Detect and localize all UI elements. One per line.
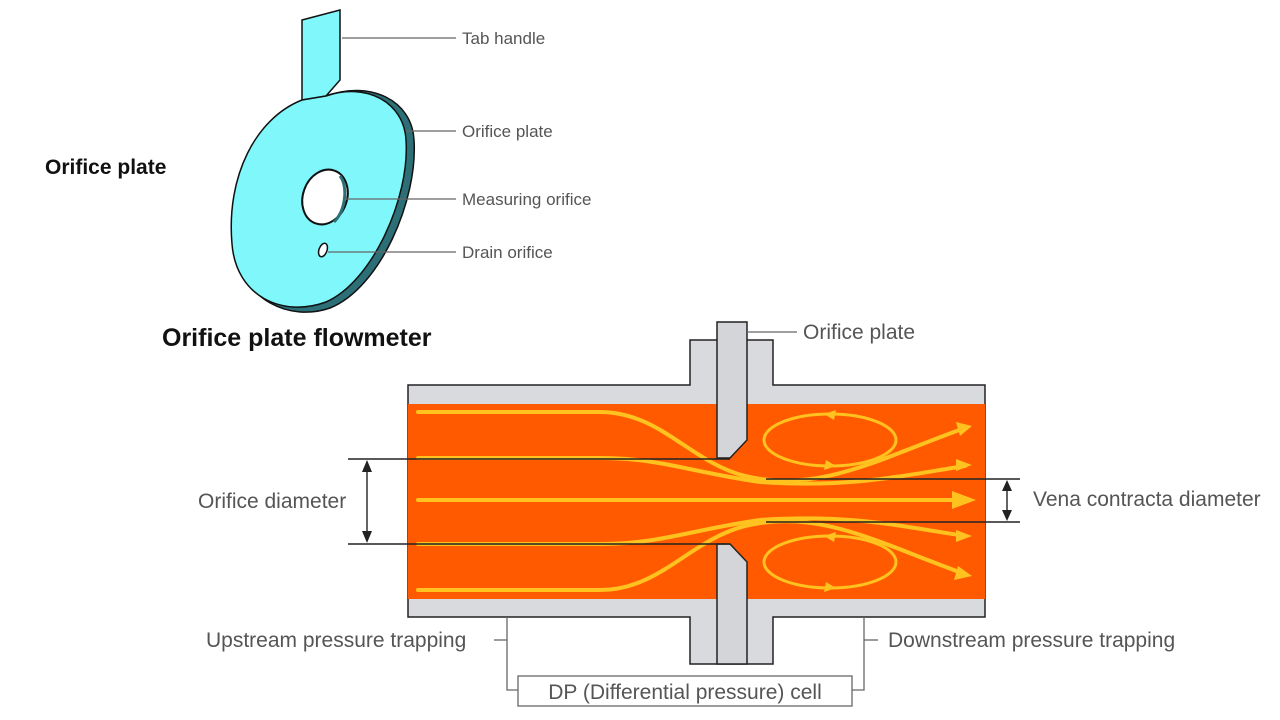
measuring-orifice-label: Measuring orifice	[462, 190, 591, 209]
orifice-plate-upper	[716, 321, 748, 459]
flowmeter-title: Orifice plate flowmeter	[162, 324, 432, 352]
upstream-tapping-line	[506, 617, 518, 691]
dp-cell-label: DP (Differential pressure) cell	[548, 681, 822, 704]
orifice-plate-title: Orifice plate	[45, 156, 166, 179]
drain-orifice-label: Drain orifice	[462, 243, 553, 262]
measuring-orifice-hole	[301, 168, 349, 226]
tab-handle-label: Tab handle	[462, 29, 545, 48]
vena-contracta-diameter-label: Vena contracta diameter	[1033, 488, 1261, 511]
drain-orifice-hole	[317, 242, 329, 258]
upstream-pressure-trapping-label: Upstream pressure trapping	[206, 629, 466, 652]
orifice-plate-illustration: Tab handle Orifice plate Measuring orifi…	[230, 9, 591, 313]
downstream-tapping-line	[852, 617, 865, 691]
dp-cell-box	[517, 675, 853, 707]
flowmeter-illustration: Orifice plate Orifice diameter Vena cont…	[198, 321, 1261, 707]
flow-streamlines	[416, 410, 976, 592]
orifice-plate-lower	[716, 543, 748, 665]
tab-handle-shape	[301, 9, 341, 101]
orifice-diameter-label: Orifice diameter	[198, 490, 346, 513]
flowmeter-orifice-plate-label: Orifice plate	[803, 321, 915, 344]
downstream-pressure-trapping-label: Downstream pressure trapping	[888, 629, 1175, 652]
orifice-plate-label: Orifice plate	[462, 122, 553, 141]
